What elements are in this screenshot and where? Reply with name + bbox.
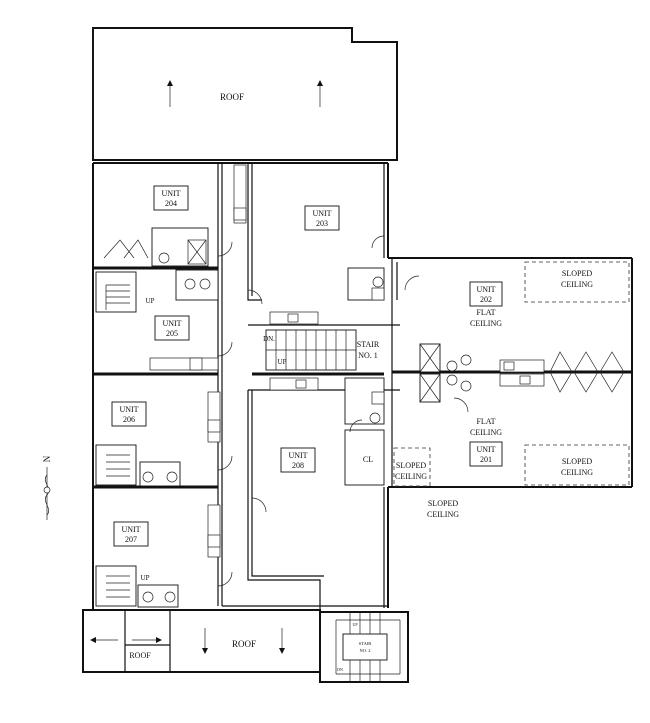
unit-207-word: UNIT (121, 525, 140, 534)
unit-201-word: UNIT (476, 445, 495, 454)
stair-no-1 (265, 329, 357, 371)
unit-202-word: UNIT (476, 285, 495, 294)
unit-206-word: UNIT (119, 405, 138, 414)
flat-ceiling-2-line2: CEILING (470, 428, 502, 437)
roof-bottom-area (82, 609, 321, 673)
roof-top-label: ROOF (220, 92, 244, 102)
north-label: N (42, 455, 52, 462)
flat-ceiling-1-line1: FLAT (476, 308, 495, 317)
unit-203-number: 203 (316, 219, 328, 228)
labels: ROOF ROOF ROOF UNIT 204 UNIT 203 UNIT 20… (42, 92, 593, 672)
flat-ceiling-2-line1: FLAT (476, 417, 495, 426)
unit-206-number: 206 (123, 415, 135, 424)
north-arrow-icon (43, 467, 51, 520)
unit-201-tag (469, 441, 503, 467)
unit-202-number: 202 (480, 295, 492, 304)
stair-no-2 (319, 611, 409, 683)
door-swings (103, 235, 625, 587)
sloped-ceiling-4-line1: SLOPED (428, 499, 458, 508)
flat-ceiling-1-line2: CEILING (470, 319, 502, 328)
up-stair1-label: UP (278, 358, 287, 366)
unit-204-word: UNIT (161, 189, 180, 198)
unit-204-number: 204 (165, 199, 177, 208)
unit-207-number: 207 (125, 535, 137, 544)
stair-2-label: STAIR (359, 641, 372, 646)
unit-202-tag (469, 281, 503, 307)
unit-208-tag (280, 447, 316, 473)
unit-203-tag (304, 205, 340, 231)
unit-208-word: UNIT (288, 451, 307, 460)
unit-205-word: UNIT (162, 319, 181, 328)
unit-207-tag (113, 521, 149, 547)
sloped-ceiling-2-line2: CEILING (561, 468, 593, 477)
up-stair2-label: UP (352, 622, 358, 627)
dn-stair1-label: DN. (263, 335, 275, 343)
dn-stair2-label: DN (337, 667, 343, 672)
stair-2-number: NO. 2 (360, 648, 371, 653)
sloped-ceiling-4-line2: CEILING (427, 510, 459, 519)
sloped-ceiling-1-line1: SLOPED (562, 269, 592, 278)
unit-204-tag (153, 185, 189, 211)
stair-1-number: NO. 1 (358, 351, 378, 360)
unit-208-number: 208 (292, 461, 304, 470)
sloped-ceiling-1-line2: CEILING (561, 280, 593, 289)
sloped-ceiling-3-line1: SLOPED (396, 461, 426, 470)
sloped-ceiling-2-line1: SLOPED (562, 457, 592, 466)
unit-205-tag (154, 315, 190, 341)
up-207-label: UP (141, 574, 150, 582)
stair-1-label: STAIR (357, 340, 380, 349)
unit-203-word: UNIT (312, 209, 331, 218)
roof-top-area (92, 27, 398, 161)
unit-201-number: 201 (480, 455, 492, 464)
roof-bottom-right-label: ROOF (232, 639, 256, 649)
fixtures (95, 164, 545, 608)
sloped-ceiling-3-line2: CEILING (395, 472, 427, 481)
unit-206-tag (111, 401, 147, 427)
closet-label: CL (363, 455, 373, 464)
up-205-label: UP (146, 297, 155, 305)
roof-bottom-left-label: ROOF (129, 651, 151, 660)
unit-205-number: 205 (166, 329, 178, 338)
